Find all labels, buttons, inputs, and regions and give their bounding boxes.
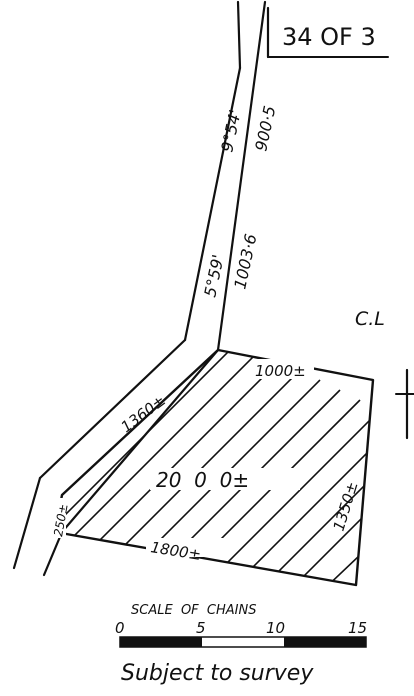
right-dimension-label: 1350± xyxy=(330,479,362,533)
top-dimension-label: 1000± xyxy=(255,362,306,380)
road-boundary xyxy=(12,0,267,577)
upper-bearing-label: 9°54' xyxy=(217,108,245,154)
area-label: 20 0 0± xyxy=(156,468,249,492)
scale-tick-5: 5 xyxy=(196,619,206,637)
scale-bar: SCALE OF CHAINS 0 5 10 15 xyxy=(115,603,367,648)
title-box: 34 OF 3 xyxy=(266,6,389,59)
parcel-outline xyxy=(53,348,375,587)
scale-tick-15: 15 xyxy=(348,619,367,637)
centerline-marker xyxy=(395,368,414,440)
scale-title: SCALE OF CHAINS xyxy=(131,603,256,618)
scale-tick-0: 0 xyxy=(115,619,125,637)
title-text: 34 OF 3 xyxy=(282,23,376,51)
centerline-label: C.L xyxy=(355,308,385,330)
scale-tick-10: 10 xyxy=(266,619,285,637)
lower-distance-label: 1003·6 xyxy=(230,232,260,291)
upper-distance-label: 900·5 xyxy=(251,104,279,153)
lower-bearing-label: 5°59' xyxy=(200,253,228,299)
survey-note: Subject to survey xyxy=(121,661,314,686)
corner-dimension-label: 250± xyxy=(51,503,71,538)
